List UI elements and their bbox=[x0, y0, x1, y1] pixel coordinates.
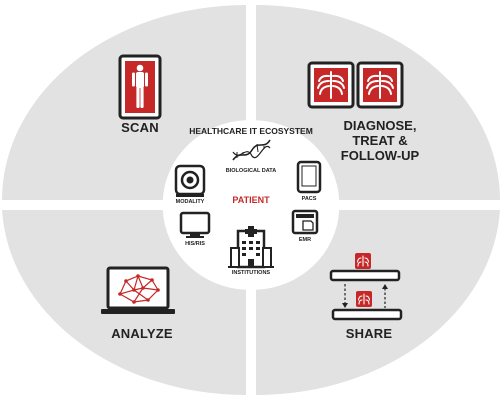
quadrant-label-share: SHARE bbox=[345, 326, 393, 341]
hospital-icon bbox=[228, 226, 274, 269]
ribcage-tablets-icon bbox=[307, 61, 404, 109]
tablet-icon bbox=[296, 160, 322, 194]
body-tablet-icon bbox=[118, 54, 162, 120]
hub-label-his-ris: HIS/RIS bbox=[185, 241, 205, 247]
hub-label-institutions: INSTITUTIONS bbox=[231, 270, 271, 276]
hub-label-biological-data: BIOLOGICAL DATA bbox=[225, 168, 277, 174]
ribcage-tablet-left bbox=[307, 61, 355, 109]
dna-helix-icon bbox=[232, 139, 271, 161]
hub-label-emr: EMR bbox=[298, 237, 312, 243]
hub-label-pacs: PACS bbox=[301, 196, 317, 202]
center-label-patient: PATIENT bbox=[232, 195, 270, 205]
scanner-icon bbox=[174, 164, 206, 197]
share-image-top bbox=[355, 253, 371, 269]
center-title: HEALTHCARE IT ECOSYSTEM bbox=[189, 126, 313, 136]
share-exchange-icon bbox=[329, 253, 403, 321]
hub-label-modality: MODALITY bbox=[175, 199, 205, 205]
share-image-bottom bbox=[356, 291, 372, 307]
quadrant-label-analyze: ANALYZE bbox=[111, 326, 173, 341]
monitor-icon bbox=[179, 211, 211, 238]
ribcage-tablet-right bbox=[356, 61, 404, 109]
quadrant-label-scan: SCAN bbox=[121, 120, 159, 135]
network-monitor-icon bbox=[101, 266, 175, 314]
document-icon bbox=[291, 209, 319, 235]
quadrant-share-background bbox=[256, 210, 500, 396]
quadrant-label-diagnose: DIAGNOSE, TREAT & FOLLOW-UP bbox=[340, 118, 420, 163]
